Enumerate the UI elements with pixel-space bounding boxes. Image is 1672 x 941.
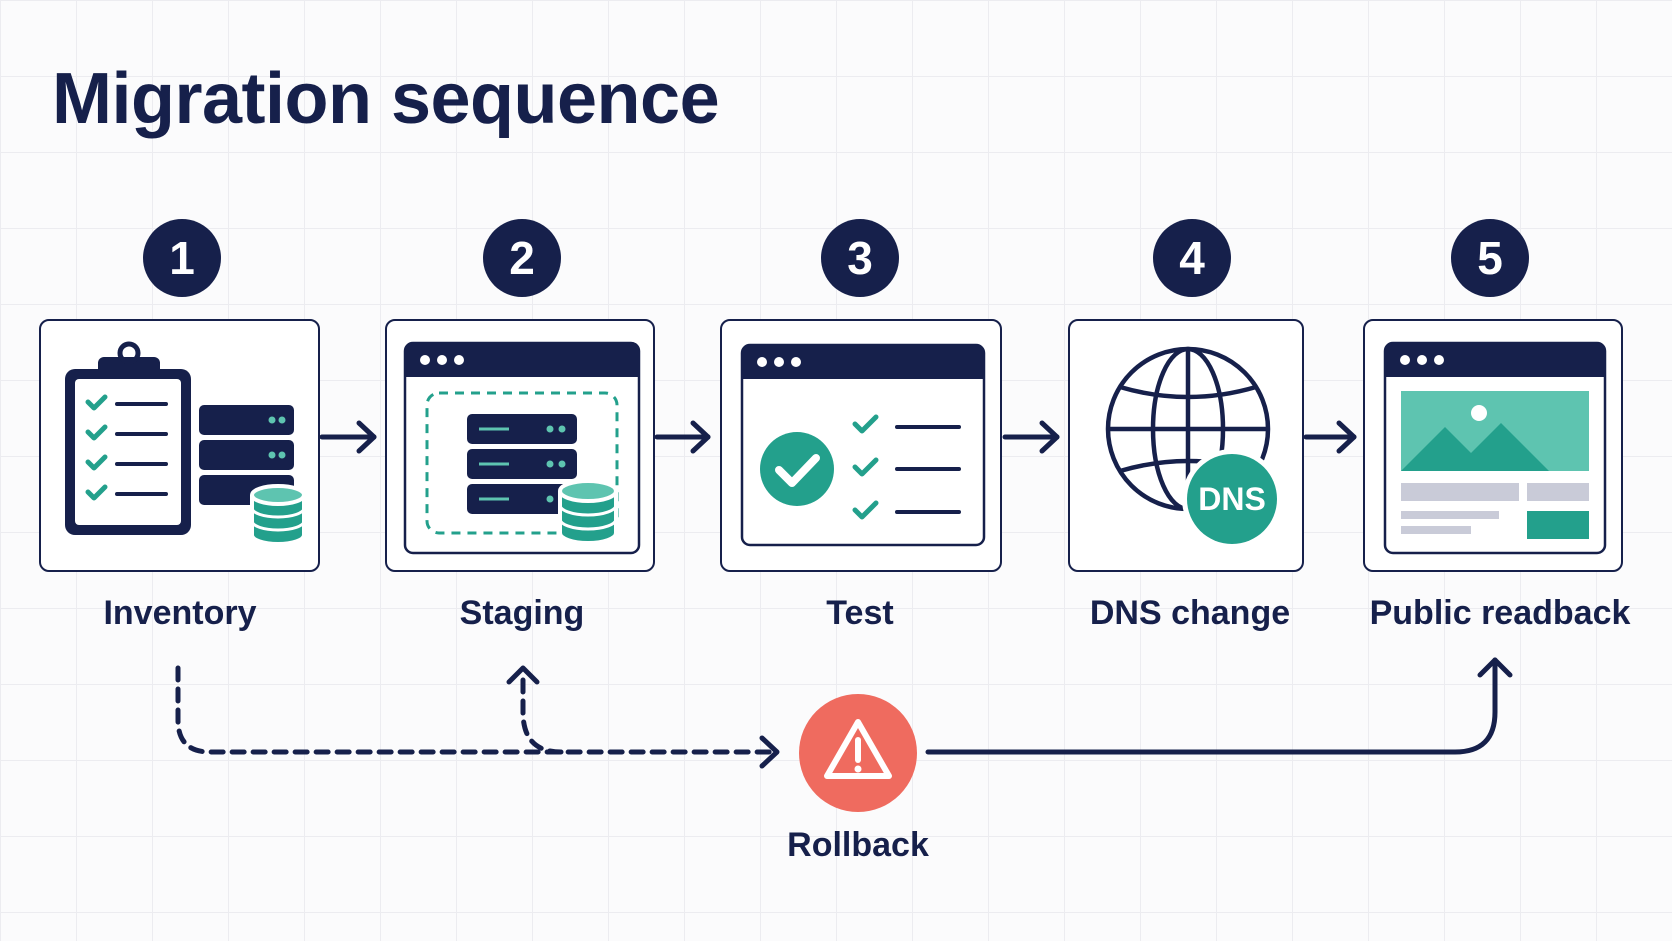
step-2-badge: 2 — [483, 219, 561, 297]
browser-checklist-icon — [740, 343, 986, 547]
step-2-label: Staging — [459, 594, 585, 632]
arrow-up-icon — [506, 665, 540, 685]
step-1-card — [39, 319, 320, 572]
step-4-badge: 4 — [1153, 219, 1231, 297]
step-1-badge: 1 — [143, 219, 221, 297]
clipboard-checklist-icon — [65, 341, 306, 546]
database-icon — [250, 484, 306, 546]
arrow-up-icon — [1477, 657, 1513, 678]
dns-badge — [1187, 454, 1277, 544]
step-3-badge: 3 — [821, 219, 899, 297]
arrow-right-icon — [1303, 420, 1357, 454]
step-3-card — [720, 319, 1002, 572]
step-1-label: Inventory — [103, 594, 257, 632]
check-circle-icon — [760, 432, 834, 506]
step-4-label: DNS change — [1089, 594, 1291, 632]
arrow-right-icon — [1002, 420, 1060, 454]
dns-badge-text: DNS — [1198, 481, 1266, 517]
warning-icon — [824, 719, 892, 779]
step-2-card — [385, 319, 655, 572]
arrow-right-icon — [759, 735, 780, 769]
rollback-solid-path — [925, 657, 1498, 755]
browser-server-icon — [403, 341, 641, 555]
arrow-right-icon — [654, 420, 711, 454]
globe-icon — [1105, 346, 1282, 549]
arrow-right-icon — [319, 420, 377, 454]
rollback-label: Rollback — [787, 826, 929, 864]
rollback-dashed-path — [175, 665, 775, 755]
step-5-label: Public readback — [1369, 594, 1631, 632]
step-4-card: DNS — [1068, 319, 1304, 572]
step-5-card — [1363, 319, 1623, 572]
step-3-label: Test — [826, 594, 894, 632]
database-icon — [558, 479, 618, 545]
webpage-preview-icon — [1383, 341, 1607, 555]
step-5-badge: 5 — [1451, 219, 1529, 297]
rollback-node — [799, 694, 917, 812]
diagram-title: Migration sequence — [52, 59, 720, 139]
